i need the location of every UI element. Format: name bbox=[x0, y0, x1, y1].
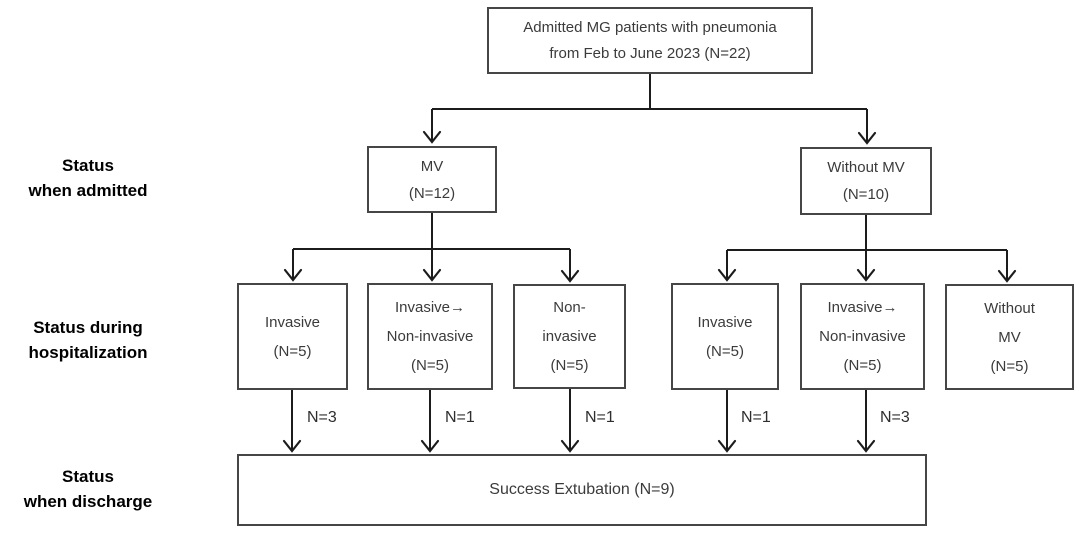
flow-count-4: N=1 bbox=[741, 409, 771, 426]
box-admitted-patients: Admitted MG patients with pneumonia from… bbox=[487, 7, 813, 74]
box-womv-invasive: Invasive (N=5) bbox=[671, 283, 779, 390]
flow-count-1: N=3 bbox=[307, 409, 337, 426]
flow-count-3: N=1 bbox=[585, 409, 615, 426]
box-without-mv: Without MV (N=10) bbox=[800, 147, 932, 215]
box-mv: MV (N=12) bbox=[367, 146, 497, 213]
connector-womv-trunk bbox=[727, 215, 1007, 251]
row-label-status-when-admitted: Status when admitted bbox=[28, 156, 148, 200]
box-womv-invasive-to-noninvasive: Invasive→ Non-invasive (N=5) bbox=[800, 283, 925, 390]
box-mv-noninvasive: Non- invasive (N=5) bbox=[513, 284, 626, 389]
box-womv-without-mv: Without MV (N=5) bbox=[945, 284, 1074, 390]
box-mv-invasive-to-noninvasive: Invasive→ Non-invasive (N=5) bbox=[367, 283, 493, 390]
row-label-status-during-hospitalization: Status during hospitalization bbox=[28, 318, 148, 362]
connector-mv-trunk bbox=[293, 213, 570, 250]
flow-count-2: N=1 bbox=[445, 409, 475, 426]
flow-count-5: N=3 bbox=[880, 409, 910, 426]
row-label-status-when-discharge: Status when discharge bbox=[23, 467, 153, 511]
connector-top-trunk bbox=[432, 74, 867, 110]
box-mv-invasive: Invasive (N=5) bbox=[237, 283, 348, 390]
box-success-extubation: Success Extubation (N=9) bbox=[237, 454, 927, 526]
